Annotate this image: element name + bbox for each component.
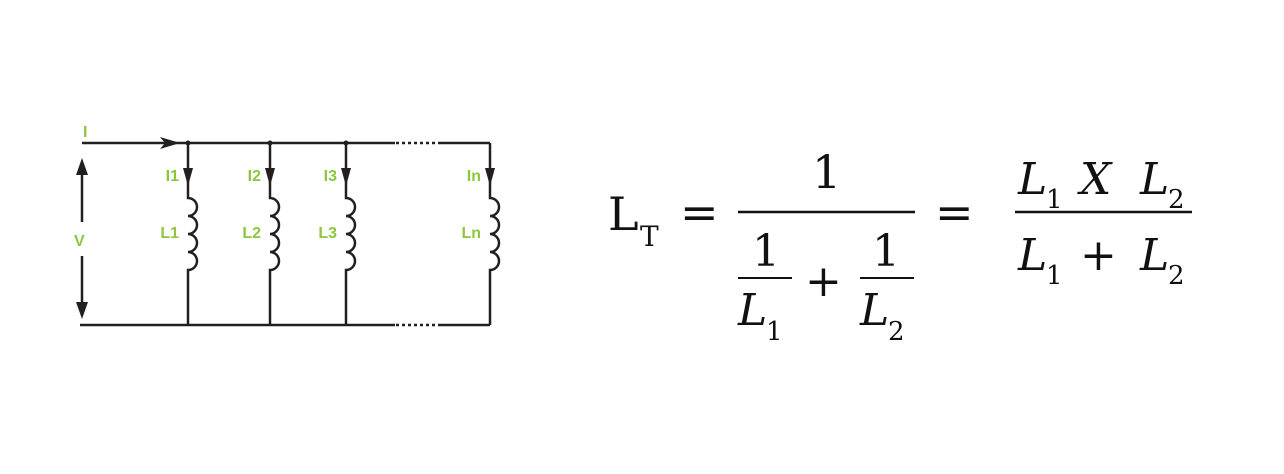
term1-subscript: 1	[766, 317, 783, 347]
plus-sign: +	[805, 256, 842, 307]
term1-symbol: L	[737, 285, 767, 336]
branch-current-arrow	[485, 168, 495, 186]
rhs-den-l1-sub: 1	[1046, 261, 1063, 291]
numerator-one: 1	[812, 145, 841, 199]
inductor-label: L2	[242, 225, 261, 242]
equals-sign-2: =	[935, 185, 974, 239]
voltage-arrow-head-down	[76, 302, 88, 319]
branch-current-arrow	[183, 168, 193, 186]
inductor-label: Ln	[461, 225, 481, 242]
branch-current-label: I1	[166, 168, 179, 185]
inductor-coil	[186, 143, 199, 325]
rhs-num-l2-sub: 2	[1168, 185, 1185, 215]
rhs-den-l1: L	[1017, 230, 1047, 281]
term2-symbol: L	[859, 285, 889, 336]
voltage-label: V	[74, 233, 85, 250]
inductor-coil	[344, 143, 357, 325]
inductor-coil	[488, 143, 501, 325]
branch-current-arrow	[341, 168, 351, 186]
rhs-plus: +	[1080, 230, 1117, 281]
rhs-num-l2: L	[1139, 154, 1169, 205]
voltage-arrow-head-up	[76, 158, 88, 175]
rhs-den-l2: L	[1139, 230, 1169, 281]
term2-numerator: 1	[872, 226, 900, 277]
inductor-label: L1	[160, 225, 179, 242]
source-current-arrow	[160, 137, 180, 149]
equals-sign: =	[680, 185, 719, 239]
source-current-label: I	[83, 124, 87, 141]
branch-current-label: I3	[324, 168, 337, 185]
rhs-times: X	[1077, 154, 1113, 205]
inductor-coil	[268, 143, 281, 325]
lt-symbol: L	[608, 187, 639, 241]
formula: L T = 1 1 L 1 + 1 L 2 = L 1 X L 2 L 1 + …	[608, 145, 1192, 347]
rhs-den-l2-sub: 2	[1168, 261, 1185, 291]
branch-current-arrow	[265, 168, 275, 186]
rhs-num-l1: L	[1017, 154, 1047, 205]
term2-subscript: 2	[888, 317, 905, 347]
rhs-num-l1-sub: 1	[1046, 185, 1063, 215]
circuit	[70, 137, 490, 327]
term1-numerator: 1	[752, 226, 780, 277]
branch-current-label: I2	[248, 168, 261, 185]
lt-subscript: T	[640, 220, 659, 253]
inductor-label: L3	[318, 225, 337, 242]
branch-current-label: In	[467, 168, 481, 185]
